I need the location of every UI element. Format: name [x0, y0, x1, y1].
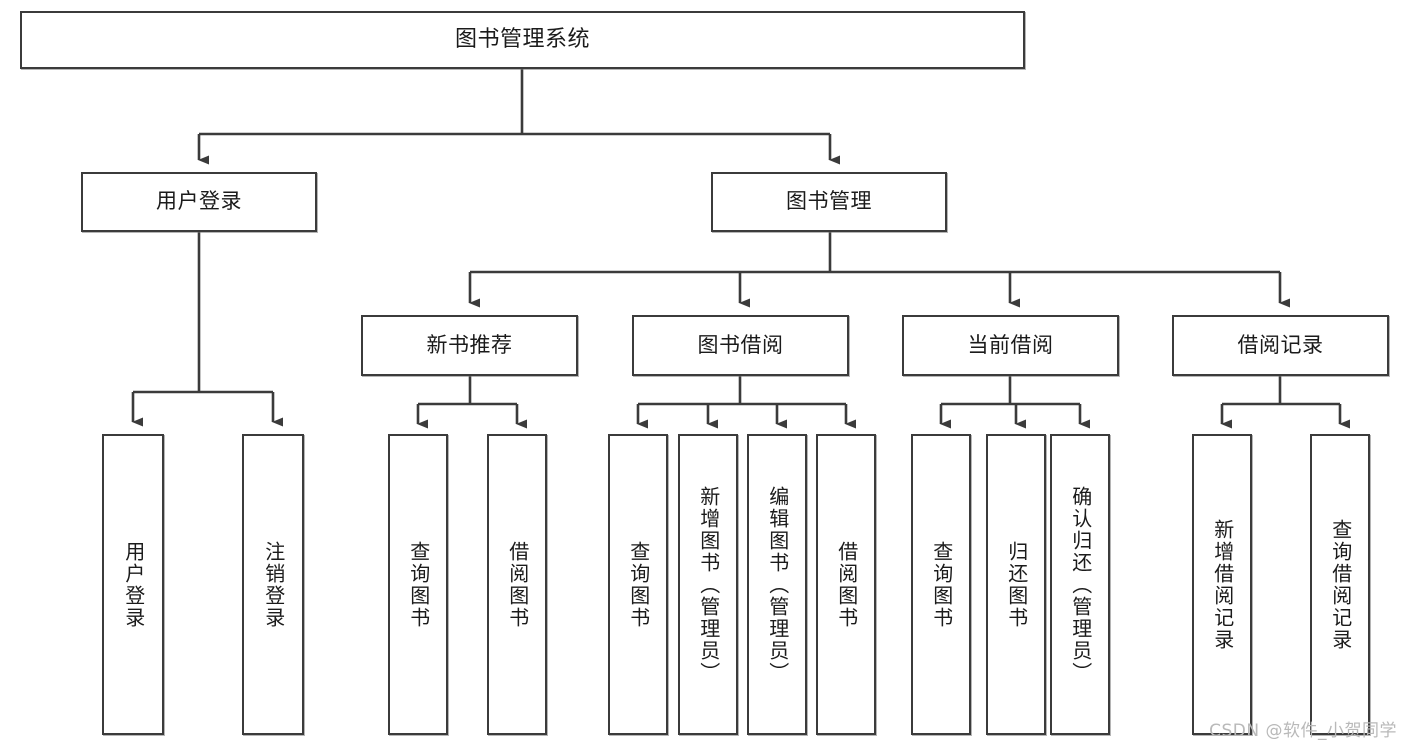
leaf-node[interactable]: 注销登录	[242, 434, 304, 735]
leaf-node[interactable]: 归还图书	[986, 434, 1046, 735]
leaf-node-label: 用户登录	[121, 540, 146, 629]
leaf-node-label: 查询借阅记录	[1328, 518, 1353, 651]
leaf-node[interactable]: 用户登录	[102, 434, 164, 735]
leaf-node[interactable]: 借阅图书	[816, 434, 876, 735]
node-user-login-label: 用户登录	[156, 189, 242, 214]
leaf-node-label: 借阅图书	[505, 540, 530, 629]
leaf-node-label: 查询图书	[626, 540, 651, 629]
node-current-borrow-label: 当前借阅	[967, 332, 1054, 357]
node-root[interactable]: 图书管理系统	[20, 11, 1025, 69]
node-book-management[interactable]: 图书管理	[711, 172, 947, 232]
leaf-node[interactable]: 确认归还（管理员）	[1050, 434, 1110, 735]
leaf-node[interactable]: 查询图书	[388, 434, 448, 735]
leaf-node-label: 借阅图书	[834, 540, 859, 629]
node-book-borrow[interactable]: 图书借阅	[632, 315, 849, 376]
leaf-node[interactable]: 查询图书	[608, 434, 668, 735]
leaf-node[interactable]: 查询图书	[911, 434, 971, 735]
node-new-book-recommend[interactable]: 新书推荐	[361, 315, 578, 376]
node-book-management-label: 图书管理	[786, 189, 872, 214]
leaf-node-label: 归还图书	[1004, 540, 1029, 629]
leaf-node[interactable]: 新增图书（管理员）	[678, 434, 738, 735]
node-borrow-records-label: 借阅记录	[1237, 332, 1324, 357]
leaf-node[interactable]: 查询借阅记录	[1310, 434, 1370, 735]
node-user-login[interactable]: 用户登录	[81, 172, 317, 232]
leaf-node[interactable]: 编辑图书（管理员）	[747, 434, 807, 735]
watermark-text: CSDN @软件_小贺同学	[1209, 721, 1397, 741]
leaf-node-label: 查询图书	[406, 540, 431, 629]
node-book-borrow-label: 图书借阅	[697, 332, 784, 357]
leaf-node-label: 编辑图书（管理员）	[765, 485, 790, 684]
node-root-label: 图书管理系统	[454, 26, 590, 52]
leaf-node-label: 确认归还（管理员）	[1068, 485, 1093, 684]
node-borrow-records[interactable]: 借阅记录	[1172, 315, 1389, 376]
leaf-node[interactable]: 借阅图书	[487, 434, 547, 735]
leaf-node-label: 注销登录	[261, 540, 286, 629]
node-current-borrow[interactable]: 当前借阅	[902, 315, 1119, 376]
leaf-node[interactable]: 新增借阅记录	[1192, 434, 1252, 735]
node-new-book-recommend-label: 新书推荐	[426, 332, 513, 357]
leaf-node-label: 新增图书（管理员）	[696, 485, 721, 684]
leaf-node-label: 查询图书	[929, 540, 954, 629]
leaf-node-label: 新增借阅记录	[1210, 518, 1235, 651]
